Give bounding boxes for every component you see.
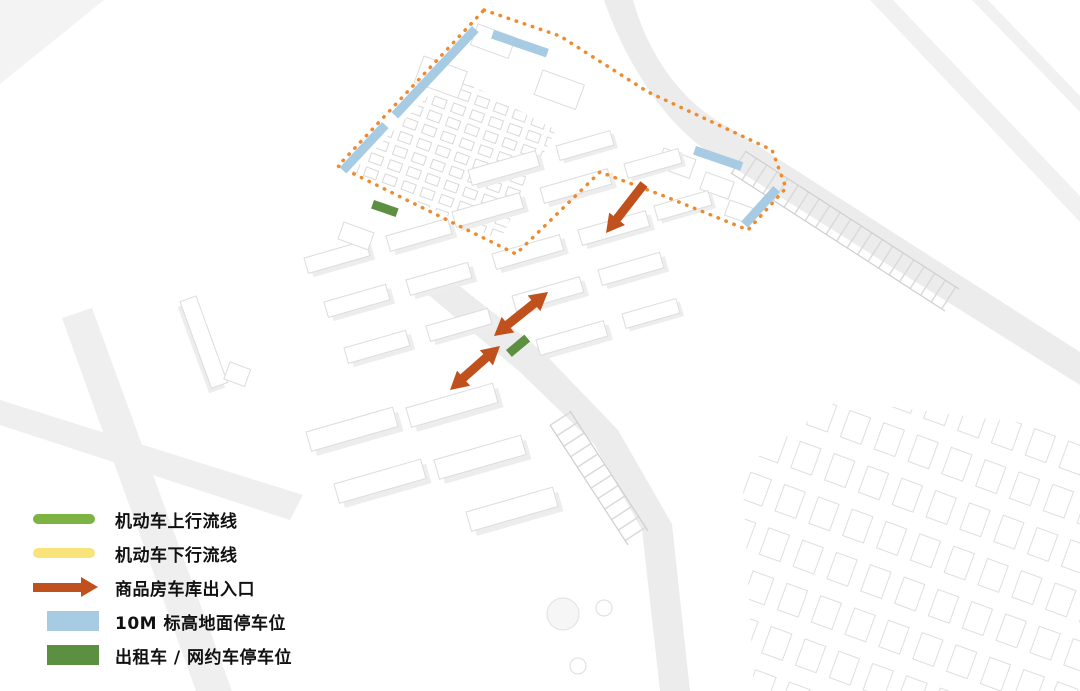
southwest-road — [0, 400, 303, 520]
arrow-shaft — [33, 582, 81, 592]
southeast-block-grid — [742, 400, 1080, 691]
buildings — [177, 23, 1080, 691]
west-slender-buildings — [177, 295, 252, 394]
swatch-box — [33, 611, 115, 631]
bridge-hatch-south — [549, 410, 649, 546]
garage-entrance-arrow-swatch — [33, 577, 98, 597]
parking-10m-swatch — [47, 611, 99, 631]
swatch-box — [33, 548, 115, 558]
taxi-parking-spots — [371, 200, 531, 357]
swatch-box — [33, 514, 115, 524]
garage-arrow-south — [450, 346, 500, 390]
legend-item-down-flow: 机动车下行流线 — [33, 536, 292, 570]
swatch-box — [33, 645, 115, 665]
taxi-parking-swatch — [47, 645, 99, 665]
garage-entrance-arrows — [450, 181, 648, 390]
elevated-parking-strips — [339, 26, 780, 228]
corner-road-topleft — [0, 0, 104, 84]
parking-strip-top — [491, 30, 549, 58]
parking-strip-west-1 — [391, 26, 479, 119]
arrow-head-icon — [81, 577, 98, 597]
down-flow-line-swatch — [33, 548, 95, 558]
topright-road-band-2 — [972, 0, 1080, 112]
legend-label-down-flow: 机动车下行流线 — [115, 545, 238, 566]
landscape-circles — [546, 597, 613, 675]
legend-label-up-flow: 机动车上行流线 — [115, 511, 238, 532]
up-flow-line-swatch — [33, 514, 95, 524]
swatch-box — [33, 577, 115, 597]
west-road — [62, 308, 232, 691]
legend-item-taxi-parking: 出租车 / 网约车停车位 — [33, 638, 292, 672]
parking-strip-west-2 — [339, 122, 389, 174]
garage-arrow-north — [606, 181, 648, 233]
topright-road-band-1 — [870, 0, 1080, 222]
taxi-spot-north — [371, 200, 399, 217]
parking-strip-east-top — [693, 146, 744, 171]
south-road — [425, 276, 690, 691]
legend-item-10m-parking: 10M 标高地面停车位 — [33, 604, 292, 638]
taxi-spot-center — [506, 334, 531, 357]
legend-item-garage-entrance: 商品房车库出入口 — [33, 570, 292, 604]
west-residential-cluster — [303, 216, 498, 369]
main-arterial-road — [604, 0, 1080, 385]
parking-strip-east-side — [741, 185, 780, 228]
site-boundary-dashed — [336, 8, 788, 256]
legend-label-taxi-parking: 出租车 / 网约车停车位 — [115, 647, 293, 668]
legend-label-garage-entrance: 商品房车库出入口 — [115, 579, 255, 600]
top-parcel-large-blocks — [413, 23, 585, 111]
legend-item-up-flow: 机动车上行流线 — [33, 502, 292, 536]
south-residential-cluster — [305, 381, 565, 538]
legend: 机动车上行流线 机动车下行流线 商品房车库出入口 10M 标高地面停车位 — [33, 502, 292, 672]
legend-label-10m-parking: 10M 标高地面停车位 — [115, 613, 286, 634]
garage-arrow-middle — [494, 292, 548, 336]
